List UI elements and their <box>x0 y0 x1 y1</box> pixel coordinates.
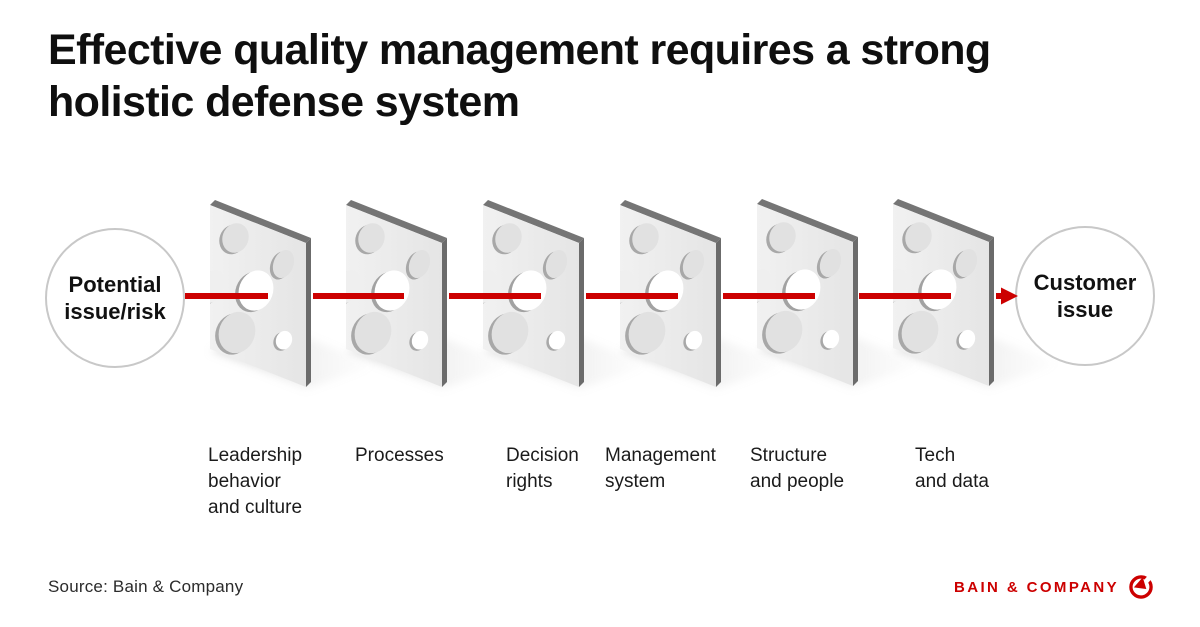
start-node-circle <box>45 228 185 368</box>
source-note: Source: Bain & Company <box>48 577 244 596</box>
start-node-label: Potential issue/risk <box>55 228 175 368</box>
brand-wordmark: BAIN & COMPANY <box>954 578 1119 596</box>
barrier-label-leadership: Leadership behavior and culture <box>208 445 303 518</box>
end-node-label: Customer issue <box>1025 226 1145 366</box>
page-title: Effective quality management requires a … <box>48 26 991 126</box>
barrier-label-tech-data: Tech and data <box>915 445 989 492</box>
barrier-label-management-system: Management system <box>605 445 716 492</box>
barrier-label-structure-people: Structure and people <box>750 445 845 492</box>
arrowhead-icon <box>1001 287 1018 305</box>
brand-logo: BAIN & COMPANY <box>954 574 1154 600</box>
barrier-label-decision-rights: Decision rights <box>506 445 579 492</box>
barrier-label-processes: Processes <box>355 445 444 466</box>
start-node-text: Potential issue/risk <box>64 272 166 324</box>
end-node-text: Customer issue <box>1033 270 1137 322</box>
bain-compass-icon <box>1129 574 1154 599</box>
